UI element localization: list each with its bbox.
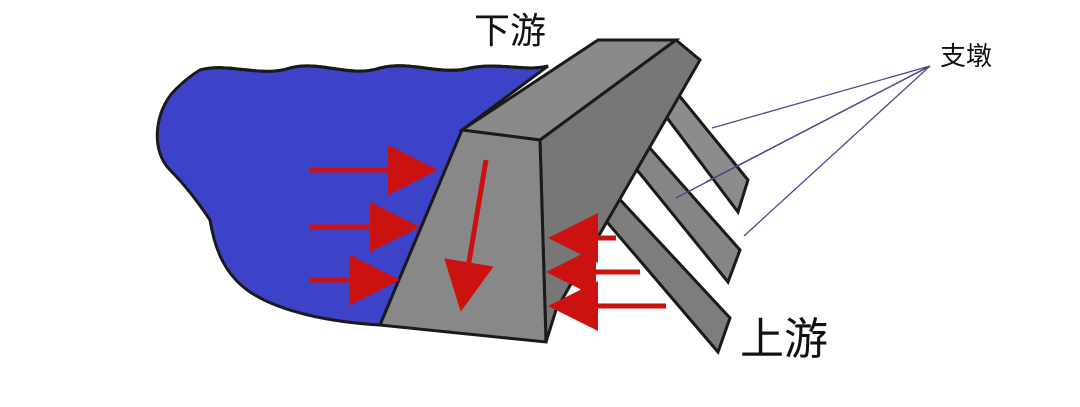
buttress-pointer-lines [675, 65, 931, 237]
water-surface-line [199, 64, 549, 73]
pointer-line [711, 65, 931, 129]
buttress-label: 支墩 [940, 42, 993, 72]
buttress-reaction-arrows [546, 213, 666, 331]
water-pressure-arrows [310, 145, 438, 305]
upstream-label: 上游 [740, 314, 828, 365]
pointer-line [675, 65, 931, 199]
pointer-line [743, 65, 931, 237]
downstream-label: 下游 [474, 11, 547, 52]
load-transfer-arrow [444, 159, 494, 312]
dam-front-face [377, 128, 548, 344]
